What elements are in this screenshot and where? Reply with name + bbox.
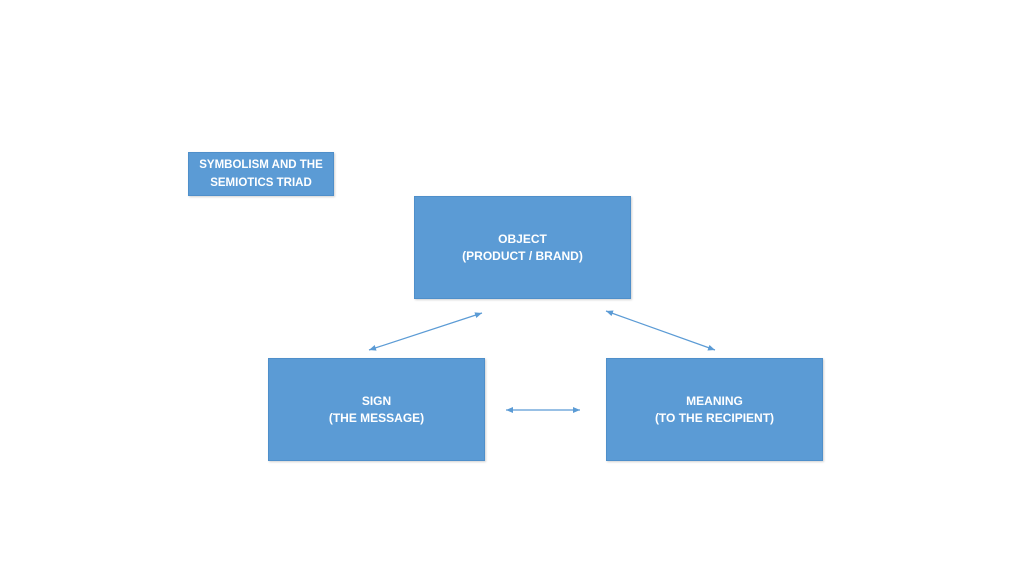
object-sign-connector xyxy=(368,312,483,351)
meaning-node-sublabel: (TO THE RECIPIENT) xyxy=(654,410,775,425)
diagram-title-line-1: SYMBOLISM AND THE xyxy=(199,159,323,171)
sign-node-label: SIGN xyxy=(361,393,392,408)
sign-node: SIGN (THE MESSAGE) xyxy=(268,358,485,461)
object-node-sublabel: (PRODUCT / BRAND) xyxy=(462,248,583,263)
sign-node-sublabel: (THE MESSAGE) xyxy=(328,410,425,425)
diagram-title-line-2: SEMIOTICS TRIAD xyxy=(210,177,312,189)
diagram-title-box: SYMBOLISM AND THE SEMIOTICS TRIAD xyxy=(188,152,334,196)
meaning-node-label: MEANING xyxy=(686,393,743,408)
object-node: OBJECT (PRODUCT / BRAND) xyxy=(414,196,631,299)
meaning-node: MEANING (TO THE RECIPIENT) xyxy=(606,358,823,461)
object-node-label: OBJECT xyxy=(498,231,547,246)
object-meaning-connector xyxy=(605,310,716,351)
